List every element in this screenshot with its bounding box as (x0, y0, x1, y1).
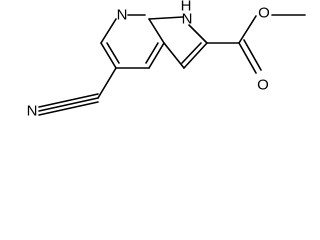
bond-c4-c3a (148, 42, 165, 69)
bond-carbonyl-c-ester-o (238, 15, 257, 44)
nitrile-group (38, 67, 117, 116)
atom-label-pyrrole-h: H (181, 0, 192, 15)
bond-c3-c3a (163, 42, 185, 69)
bond-nitrile-triple-b (38, 93, 99, 108)
bond-c3a-c7a (148, 18, 165, 44)
pyrrole-ring (148, 16, 208, 69)
bond-nitrile-triple-c (38, 101, 99, 116)
atom-label-ester-o: O (258, 5, 270, 22)
bond-c6-c5-inner (106, 42, 120, 64)
bond-c6-c5 (100, 42, 117, 69)
bond-carbonyl-c-o-1 (238, 42, 257, 74)
bond-n7-c6 (100, 18, 117, 44)
bond-nitrile-triple-a (38, 97, 99, 112)
atom-label-nitrile-n: N (27, 103, 38, 120)
atom-label-carbonyl-o: O (257, 77, 269, 94)
bond-c2-c3-inner (181, 42, 202, 64)
bond-c5-nitrile-c (97, 67, 117, 99)
atom-label-pyrrole-n: N (182, 11, 193, 28)
bond-carbonyl-c-o-2 (243, 39, 262, 71)
ester-group (206, 14, 306, 74)
pyridine-ring (100, 14, 165, 69)
bond-c4-c3a-inner (145, 42, 159, 64)
atom-label-pyridine-n: N (117, 7, 128, 24)
bond-c7a-n1 (148, 16, 184, 20)
bond-c2-c3 (183, 42, 208, 69)
molecule-structure: N H N N O O (27, 0, 306, 120)
bond-n1-c2 (188, 24, 208, 44)
